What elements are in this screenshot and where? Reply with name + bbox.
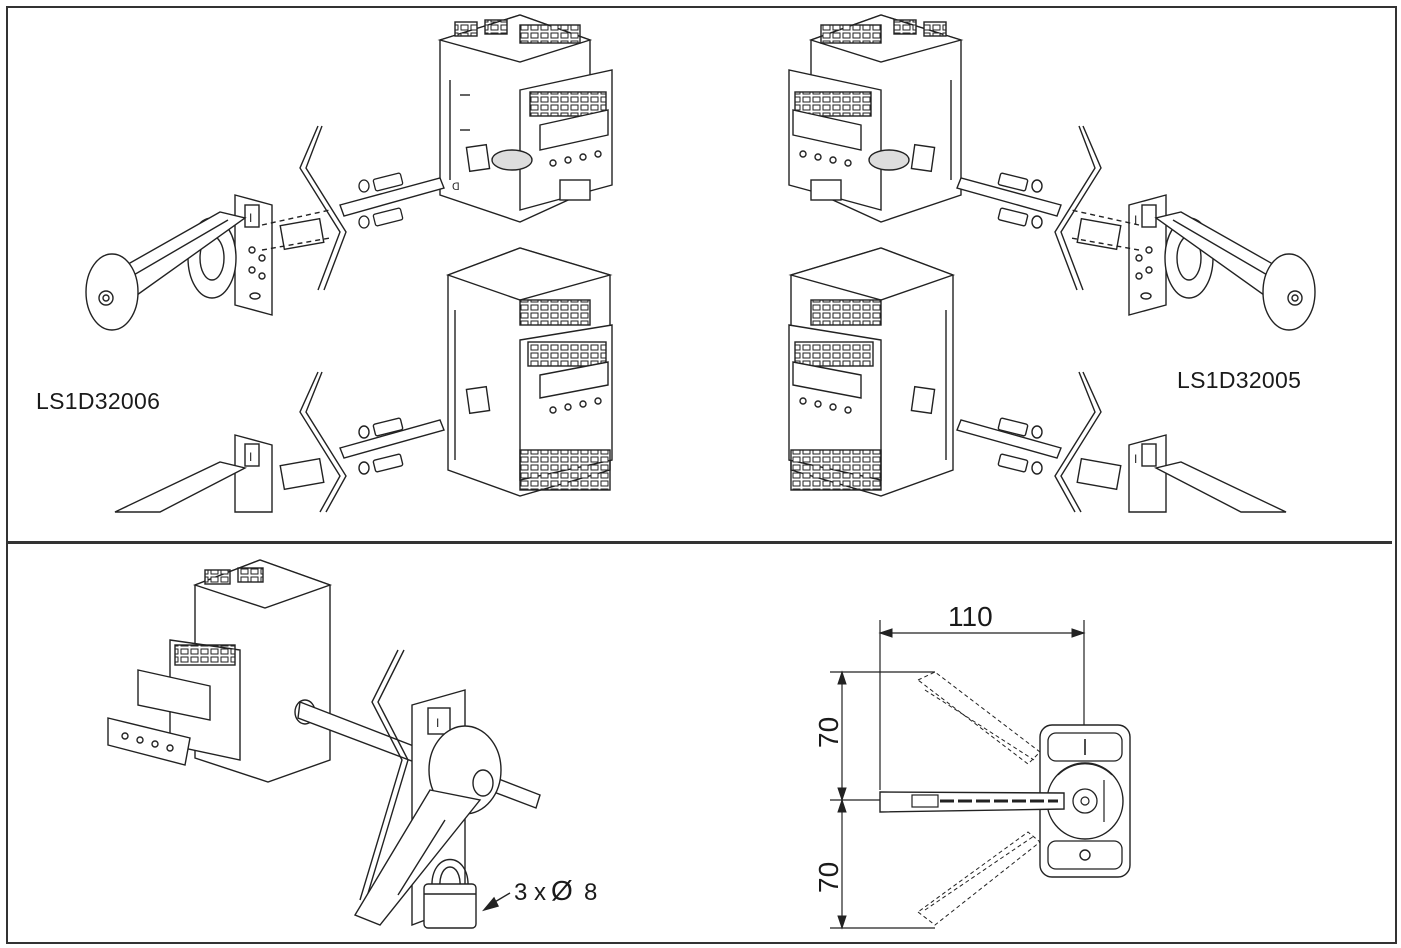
svg-text:ᗡ: ᗡ [452, 182, 460, 193]
svg-text:I: I [249, 211, 252, 225]
position-marker-top-right-lower: I [1134, 452, 1137, 466]
dimension-height-lower: 70 [813, 862, 844, 893]
padlock-arrow [482, 892, 511, 912]
padlock-diameter-text: 8 [584, 879, 597, 906]
handle-with-padlock: I [353, 649, 502, 929]
rotary-handle-top-left-upper: I [85, 125, 445, 331]
contactor-top-right-upper [788, 14, 964, 223]
screws-top-left-upper [358, 172, 404, 229]
contactor-top-left-upper: ᗡ [437, 14, 613, 223]
left-reference-label: LS1D32006 [36, 388, 161, 414]
rotary-handle-top-right-upper [956, 125, 1316, 331]
padlock-spec-text: 3 x [514, 879, 546, 906]
dimension-height-upper: 70 [813, 717, 844, 748]
rotary-handle-top-left-lower: I [114, 371, 445, 513]
svg-text:I: I [436, 716, 439, 730]
rotary-handle-top-right-lower [956, 371, 1287, 513]
contactor-top-right-lower [788, 247, 956, 497]
right-reference-label: LS1D32005 [1177, 367, 1302, 393]
diameter-symbol: Ø [551, 875, 573, 906]
section-divider [6, 541, 1392, 544]
svg-text:I: I [249, 450, 252, 464]
dimension-width: 110 [948, 601, 993, 632]
contactor-bottom-left [107, 559, 541, 809]
contactor-top-left-lower [445, 247, 613, 497]
position-marker-top-right: I [1134, 213, 1137, 227]
dimension-drawing [830, 620, 1131, 930]
